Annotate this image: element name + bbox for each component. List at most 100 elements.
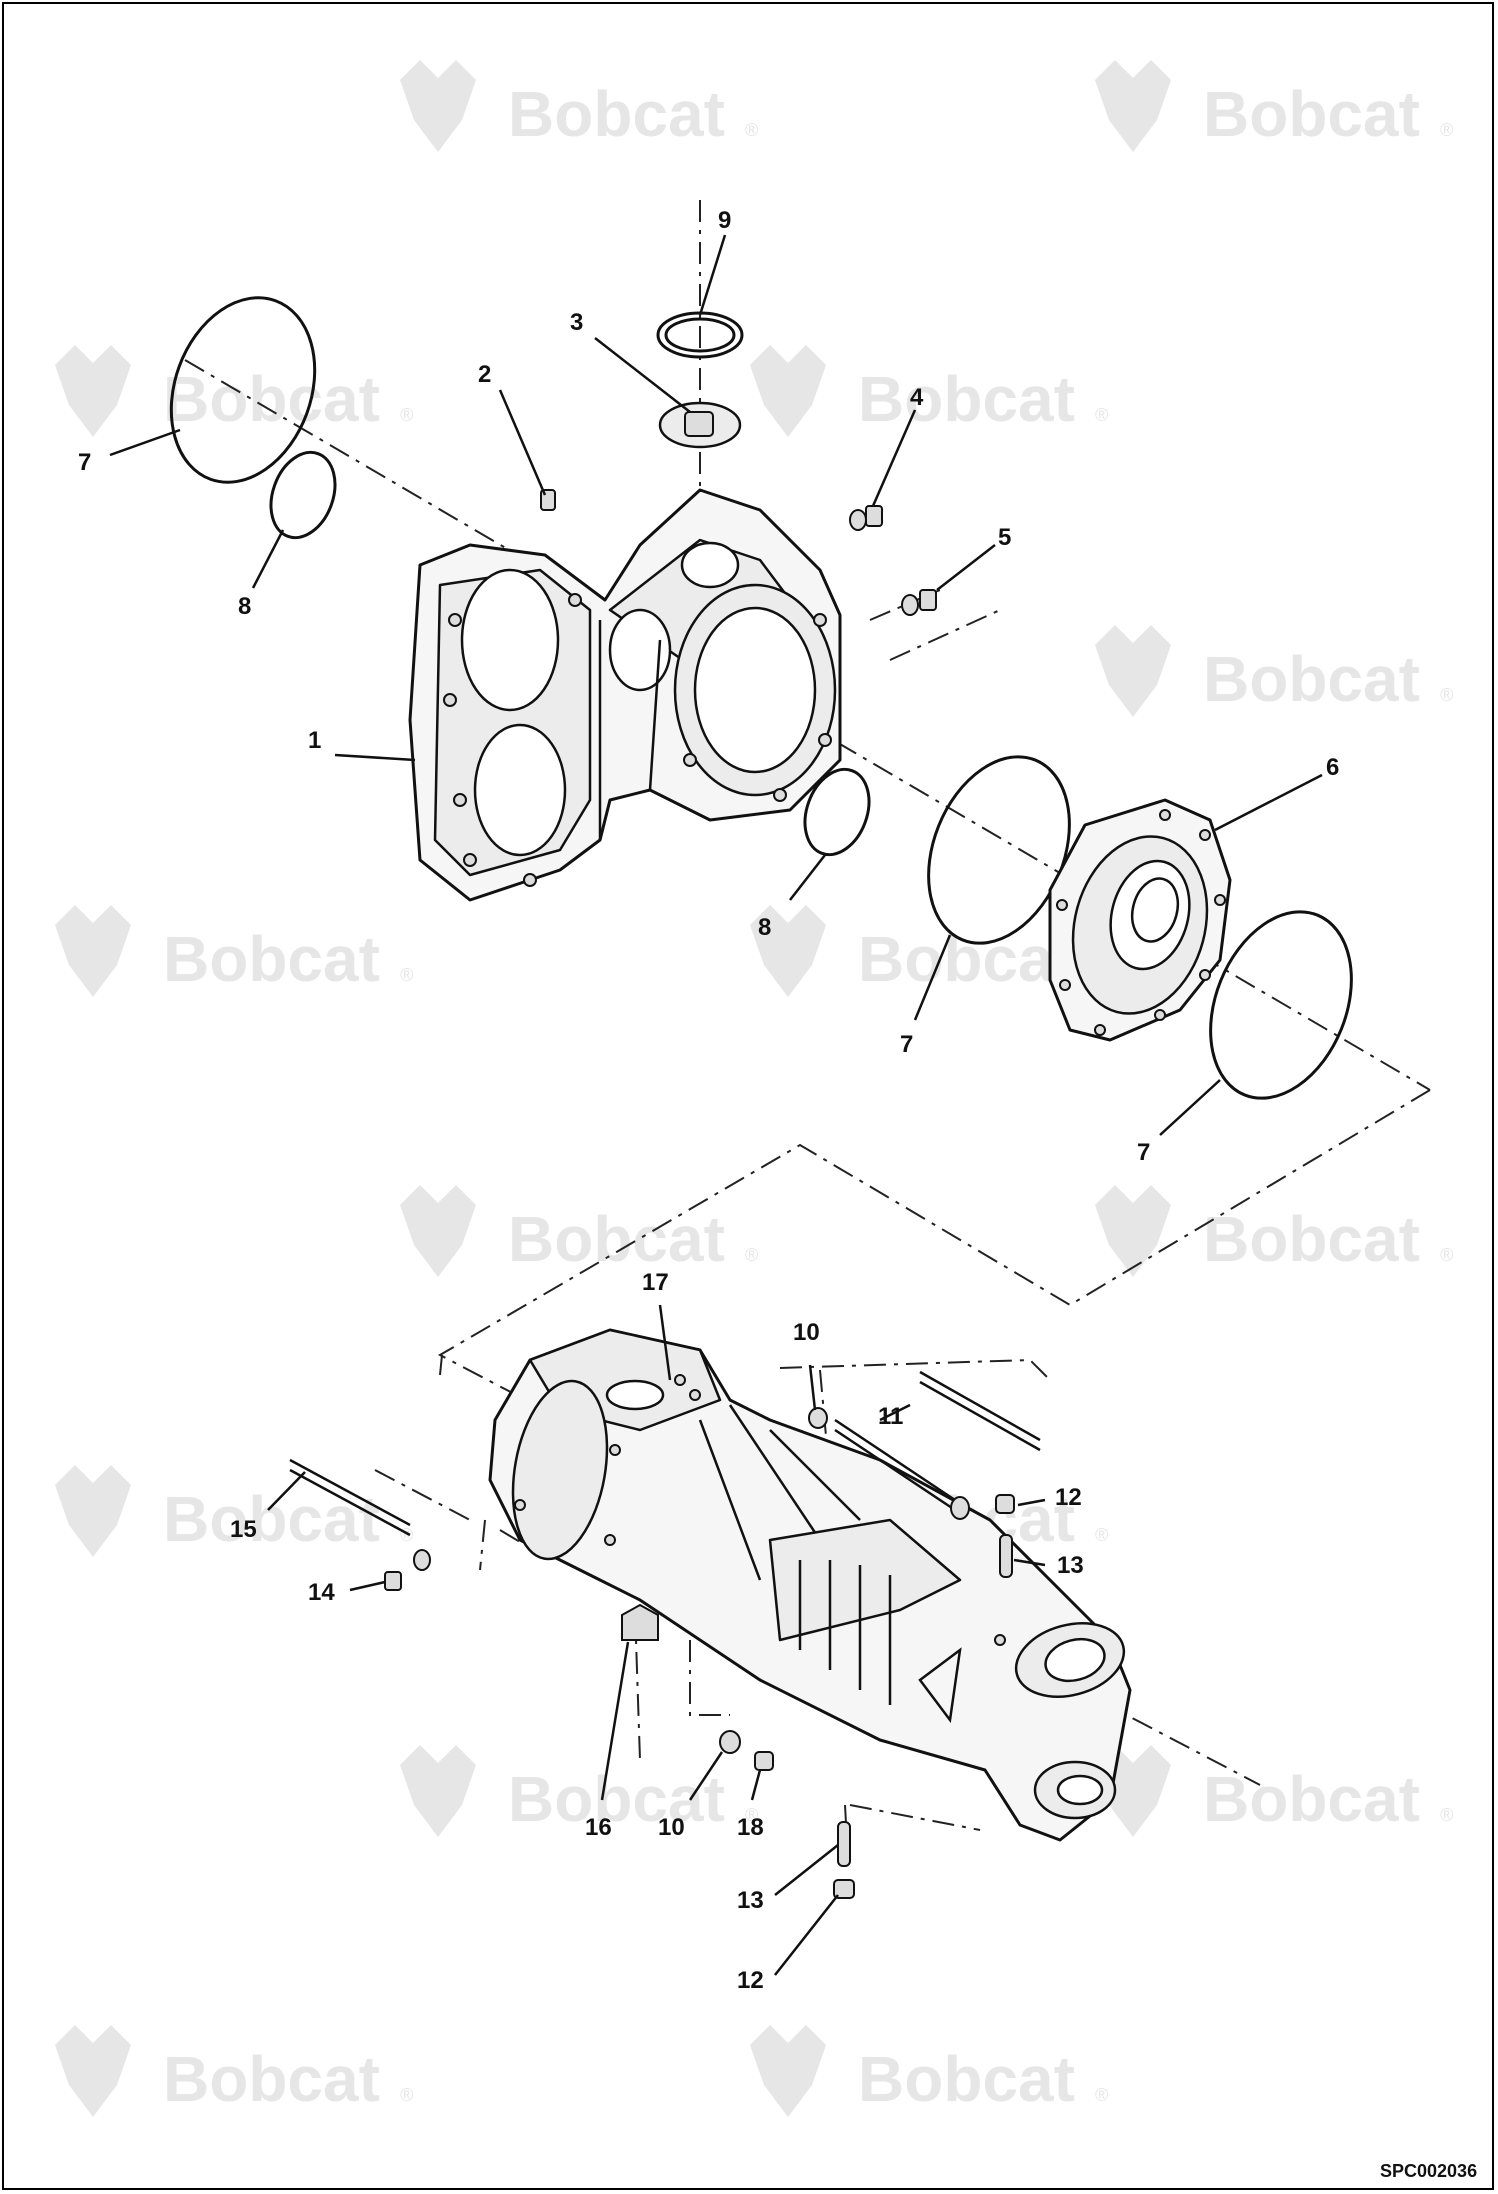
watermark-registered-mark: ® [400, 2085, 413, 2105]
watermark-registered-mark: ® [1440, 120, 1453, 140]
watermark-registered-mark: ® [745, 120, 758, 140]
watermark-brand-text: Bobcat [508, 78, 725, 150]
watermark-brand-text: Bobcat [163, 2043, 380, 2115]
watermark-brand-text: Bobcat [163, 1483, 380, 1555]
bobcat-logo-icon [1095, 60, 1171, 152]
watermark-registered-mark: ® [1095, 405, 1108, 425]
callout-12-lower: 12 [737, 1967, 764, 1994]
nut-washer-part-4 [849, 505, 883, 531]
watermark-brand-text: Bobcat [163, 923, 380, 995]
bobcat-logo-icon [750, 345, 826, 437]
callout-2: 2 [478, 361, 491, 388]
watermark-brand-text: Bobcat [1203, 1763, 1420, 1835]
watermark-brand-text: Bobcat [858, 363, 1075, 435]
watermark-tile: Bobcat ® [750, 2025, 1108, 2117]
watermark-registered-mark: ® [400, 1525, 413, 1545]
cover-flange-part-6 [1048, 798, 1232, 1042]
pin-part-13-lower [837, 1821, 851, 1867]
callout-7-top-left: 7 [78, 449, 91, 476]
callout-7-mid: 7 [900, 1031, 913, 1058]
callout-7-right: 7 [1137, 1139, 1150, 1166]
bobcat-logo-icon [55, 2025, 131, 2117]
watermark-brand-text: Bobcat [858, 2043, 1075, 2115]
watermark-registered-mark: ® [745, 1245, 758, 1265]
watermark-layer: Bobcat ® Bobcat ® Bobcat ® Bobcat ® Bobcat ® Bobca… [55, 60, 1453, 2117]
bobcat-logo-icon [400, 1745, 476, 1837]
bobcat-logo-icon [55, 905, 131, 997]
watermark-tile: Bobcat ® [55, 2025, 413, 2117]
watermark-tile: Bobcat ® [400, 1185, 758, 1277]
watermark-brand-text: Bobcat [1203, 78, 1420, 150]
bobcat-logo-icon [55, 345, 131, 437]
watermark-tile: Bobcat® [750, 905, 1108, 997]
bolt-part-11-b [834, 1418, 970, 1520]
stud-part-15 [289, 1458, 411, 1537]
callout-17: 17 [642, 1269, 669, 1296]
callout-10-lower: 10 [658, 1814, 685, 1841]
stud-part-11-a [919, 1370, 1041, 1452]
watermark-tile: Bobcat ® [1095, 60, 1453, 152]
watermark-registered-mark: ® [1440, 685, 1453, 705]
watermark-tile: Bobcat® [400, 1745, 758, 1837]
callout-4: 4 [910, 384, 924, 411]
watermark-tile: Bobcat ® [1095, 625, 1453, 717]
callout-10-upper: 10 [793, 1319, 820, 1346]
o-rings [169, 296, 1353, 1100]
callout-3: 3 [570, 309, 583, 336]
watermark-tile: Bobcat ® [55, 1465, 413, 1557]
watermark-registered-mark: ® [1440, 1805, 1453, 1825]
nut-part-16 [621, 1603, 659, 1641]
watermark-registered-mark: ® [1095, 1525, 1108, 1545]
watermark-tile: Bobcat ® [750, 345, 1108, 437]
pin-part-13-upper [999, 1534, 1013, 1578]
callout-leader-lines [109, 234, 1323, 1976]
bobcat-logo-icon [400, 60, 476, 152]
washer-part-10-lower [719, 1730, 741, 1754]
watermark-brand-text: Bobcat [858, 923, 1075, 995]
watermark-brand-text: Bobcat [1203, 643, 1420, 715]
axle-housing-part-17 [488, 1328, 1132, 1842]
transmission-housing [408, 488, 842, 902]
washer-part-10-upper [808, 1407, 828, 1429]
callout-18: 18 [737, 1814, 764, 1841]
nut-part-18 [754, 1751, 774, 1771]
watermark-registered-mark: ® [400, 405, 413, 425]
callout-13-upper: 13 [1057, 1552, 1084, 1579]
bobcat-logo-icon [55, 1465, 131, 1557]
bobcat-logo-icon [1095, 1185, 1171, 1277]
callout-6: 6 [1326, 754, 1339, 781]
watermark-brand-text: Bobcat [508, 1203, 725, 1275]
watermark-tile: Bobcat ® [1095, 1185, 1453, 1277]
callout-8-left: 8 [238, 593, 251, 620]
callout-14: 14 [308, 1579, 335, 1606]
watermark-registered-mark: ® [745, 1805, 758, 1825]
callout-13-lower: 13 [737, 1887, 764, 1914]
watermark-registered-mark: ® [400, 965, 413, 985]
callout-8-mid: 8 [758, 914, 771, 941]
watermark-tile: Bobcat ® [55, 905, 413, 997]
callout-11: 11 [878, 1403, 903, 1430]
plate-part-3 [658, 401, 742, 449]
callout-15: 15 [230, 1516, 257, 1543]
bobcat-logo-icon [1095, 625, 1171, 717]
nut-part-12-lower [833, 1879, 855, 1899]
watermark-registered-mark: ® [1095, 2085, 1108, 2105]
callout-16: 16 [585, 1814, 612, 1841]
bobcat-logo-icon [750, 905, 826, 997]
callout-labels: 1 2 3 4 5 6 7 7 7 8 8 9 10 10 11 12 12 1… [78, 207, 1339, 1994]
watermark-brand-text: Bobcat [163, 363, 380, 435]
bobcat-logo-icon [750, 2025, 826, 2117]
bobcat-logo-icon [400, 1185, 476, 1277]
callout-9: 9 [718, 207, 731, 234]
reference-code: SPC002036 [1380, 2161, 1477, 2181]
watermark-tile: Bobcat ® [1095, 1745, 1453, 1837]
nut-washer-part-14 [384, 1549, 431, 1591]
watermark-brand-text: Bobcat [1203, 1203, 1420, 1275]
watermark-tile: Bobcat ® [55, 345, 413, 437]
callout-12-upper: 12 [1055, 1484, 1082, 1511]
callout-5: 5 [998, 524, 1011, 551]
watermark-registered-mark: ® [1440, 1245, 1453, 1265]
watermark-tile: Bobcat ® [400, 60, 758, 152]
callout-1: 1 [308, 727, 321, 754]
